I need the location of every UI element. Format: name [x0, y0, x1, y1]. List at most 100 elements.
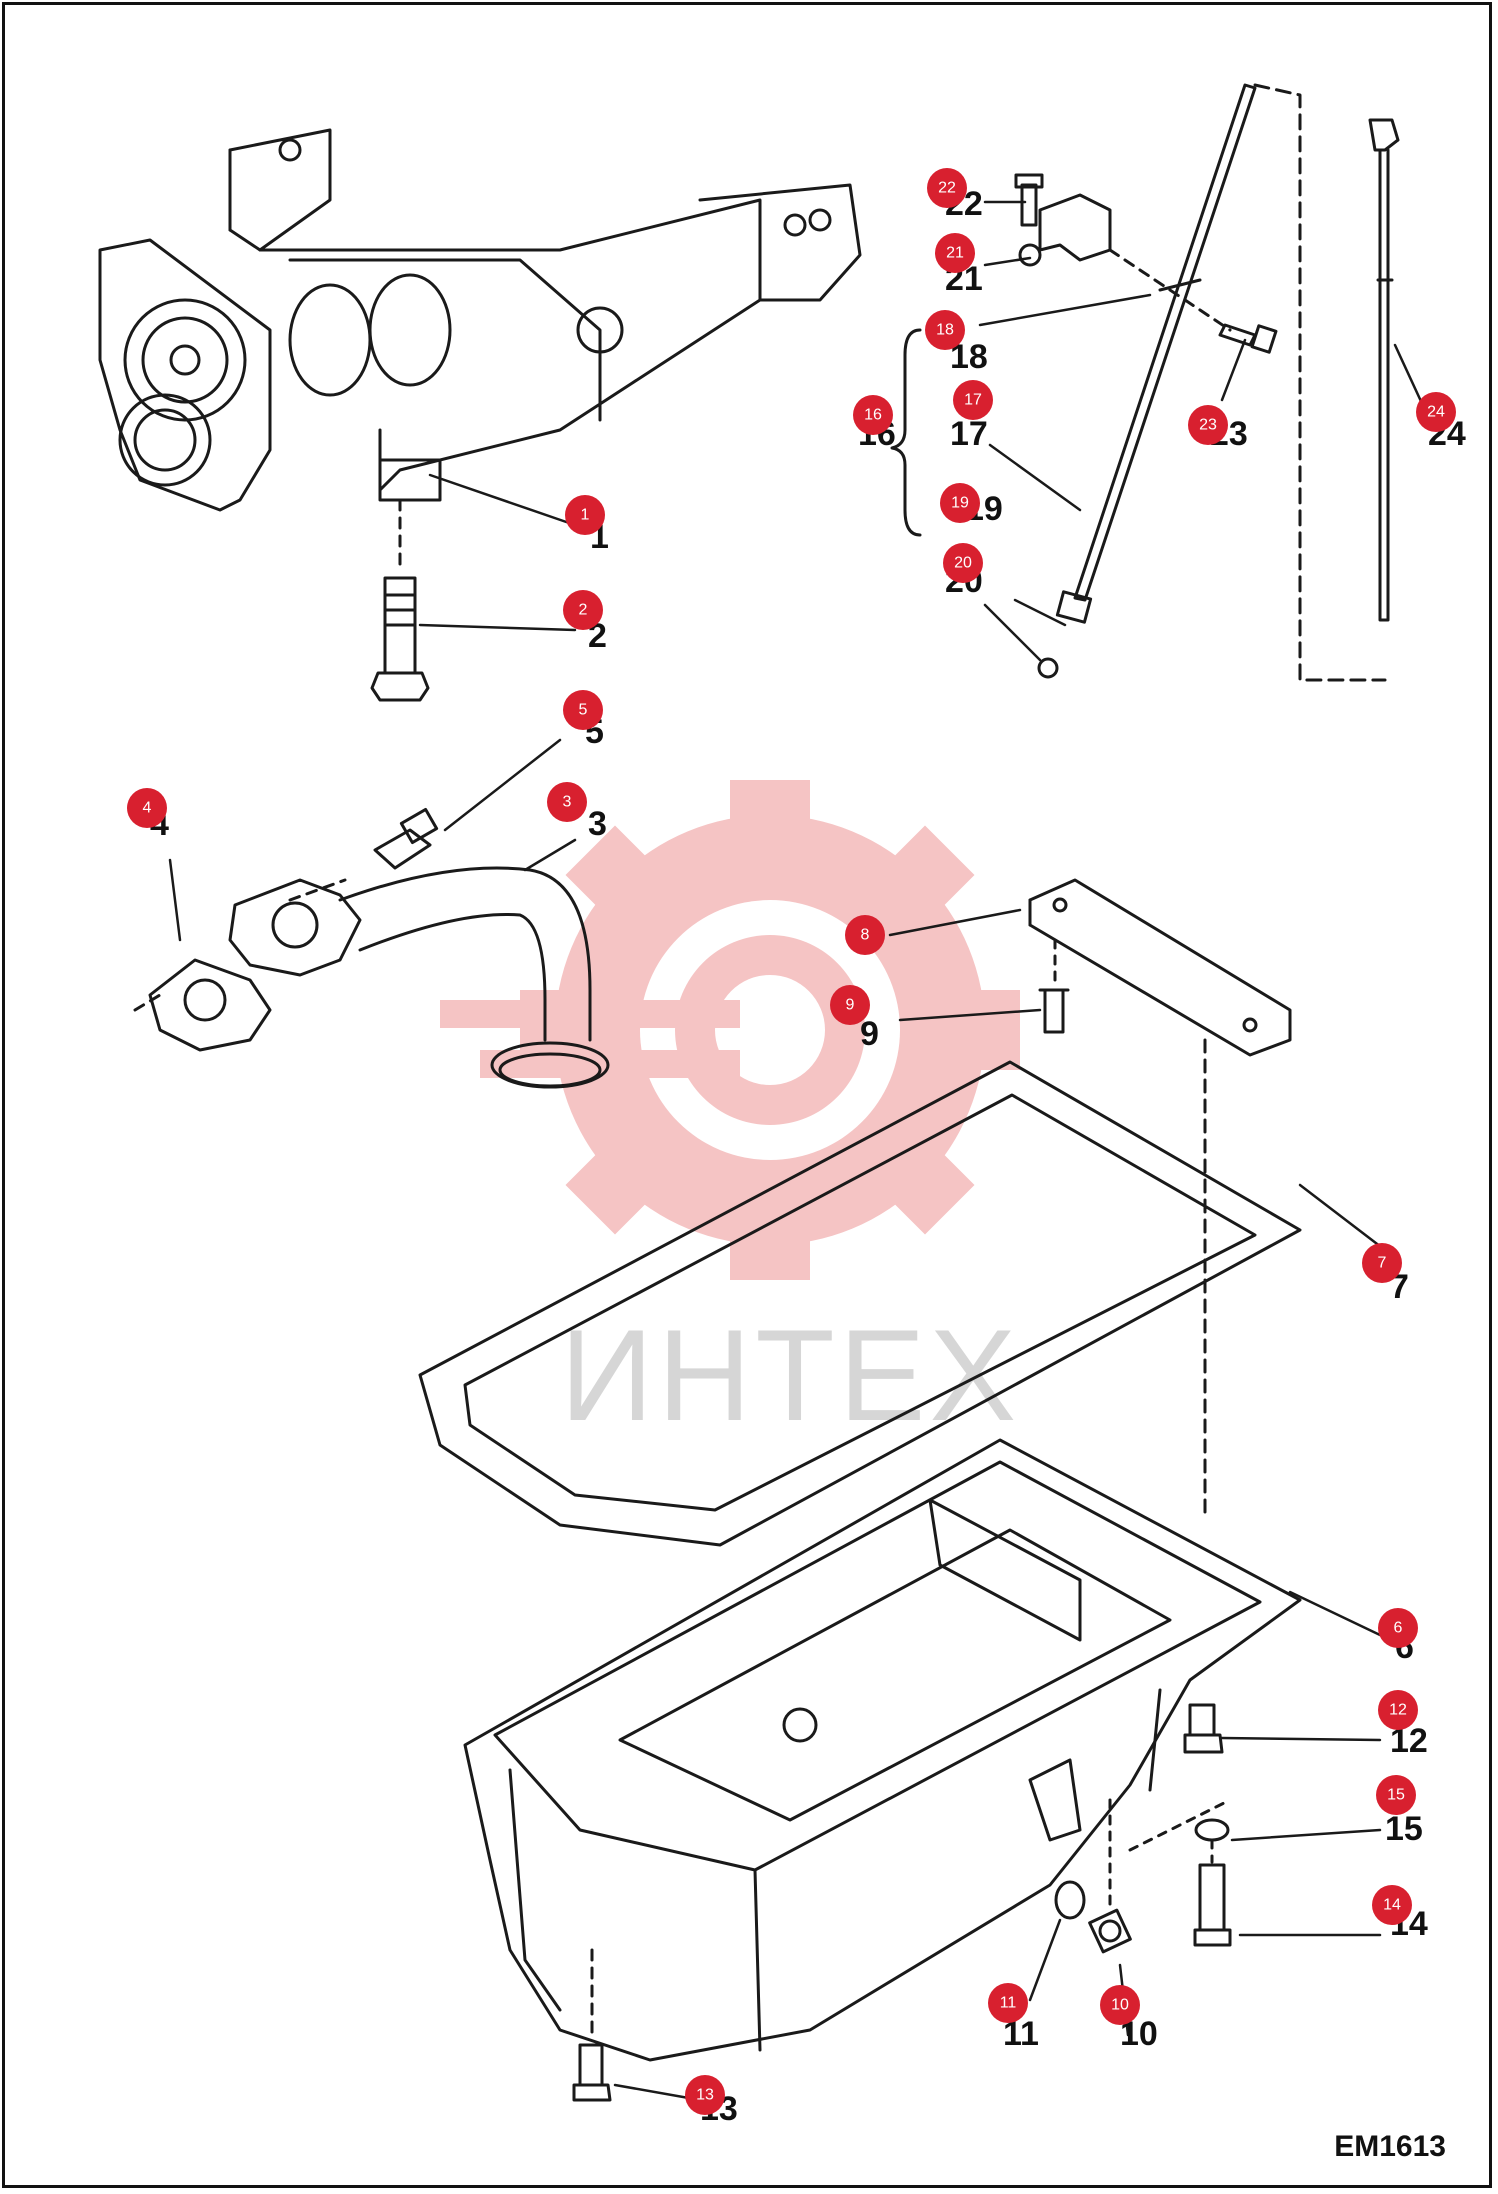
callout-badge-circle [1362, 1243, 1402, 1283]
oil-pump-balancer-assembly [98, 128, 862, 512]
callout-badge-label: 24 [1427, 404, 1445, 421]
callout-badge-circle [845, 915, 885, 955]
callout-badge-label: 2 [579, 602, 588, 619]
callout-badge-circle [563, 690, 603, 730]
callout-badge-label: 9 [846, 997, 855, 1014]
drain-washer-icon [1054, 1880, 1086, 1920]
callout-badge-11[interactable]: 11 [988, 1983, 1028, 2023]
callout-badge-circle [940, 483, 980, 523]
callout-badge-circle [1416, 392, 1456, 432]
diagram-code: EM1613 [1334, 2130, 1446, 2163]
callout-badge-label: 15 [1387, 1787, 1405, 1804]
stiffener-plate-icon [1028, 878, 1292, 1057]
callout-badge-circle [1372, 1885, 1412, 1925]
bolt-13-icon [572, 2043, 612, 2102]
callout-badge-24[interactable]: 24 [1416, 392, 1456, 432]
callout-badge-5[interactable]: 5 [563, 690, 603, 730]
callout-badge-14[interactable]: 14 [1372, 1885, 1412, 1925]
callout-badge-circle [547, 782, 587, 822]
callout-badge-circle [1378, 1690, 1418, 1730]
callout-number-15: 15 [1385, 1810, 1423, 1848]
lower-guides [1108, 1798, 1232, 1907]
callout-badge-circle [563, 590, 603, 630]
callout-badge-16[interactable]: 16 [853, 395, 893, 435]
callout-badge-label: 22 [938, 180, 956, 197]
leader-lines [168, 200, 1427, 2102]
callout-badge-circle [935, 233, 975, 273]
callout-badge-label: 14 [1383, 1897, 1401, 1914]
gasket-4-icon [148, 958, 272, 1052]
drain-plug-icon [1088, 1908, 1132, 1954]
callout-badge-label: 8 [861, 927, 870, 944]
callout-badge-1[interactable]: 1 [565, 495, 605, 535]
callout-badge-13[interactable]: 13 [685, 2075, 725, 2115]
callout-badge-18[interactable]: 18 [925, 310, 965, 350]
callout-badge-label: 5 [579, 702, 588, 719]
washer-15-icon [1194, 1818, 1230, 1842]
callout-badge-label: 18 [936, 322, 954, 339]
tube-bracket-icon [1018, 193, 1112, 267]
callout-badge-label: 6 [1394, 1620, 1403, 1637]
callout-badge-2[interactable]: 2 [563, 590, 603, 630]
callout-badge-circle [988, 1983, 1028, 2023]
watermark: ИНТЕХ [440, 780, 1020, 1448]
dipstick-tube-icon [1055, 83, 1257, 624]
bracket-guide [1108, 248, 1232, 332]
bolt-9-icon [1038, 988, 1070, 1034]
callout-badge-label: 19 [951, 495, 969, 512]
callout-badge-circle [127, 788, 167, 828]
callout-badge-8[interactable]: 8 [845, 915, 885, 955]
watermark-text: ИНТЕХ [560, 1302, 1020, 1448]
callout-badge-4[interactable]: 4 [127, 788, 167, 828]
callout-badge-label: 7 [1378, 1255, 1387, 1272]
callout-badge-circle [943, 543, 983, 583]
callout-badge-label: 20 [954, 555, 972, 572]
callout-badge-7[interactable]: 7 [1362, 1243, 1402, 1283]
callout-badge-12[interactable]: 12 [1378, 1690, 1418, 1730]
callout-badge-circle [853, 395, 893, 435]
callout-badge-20[interactable]: 20 [943, 543, 983, 583]
callout-badge-circle [830, 985, 870, 1025]
callout-badge-label: 3 [563, 794, 572, 811]
bolt-12-icon [1183, 1703, 1224, 1754]
oil-pan-icon [463, 1438, 1302, 2062]
callout-badge-circle [927, 168, 967, 208]
callout-badge-label: 21 [946, 245, 964, 262]
callout-badge-22[interactable]: 22 [927, 168, 967, 208]
dipstick-guide [1253, 83, 1387, 682]
callout-badge-label: 16 [864, 407, 882, 424]
callout-badge-circle [1376, 1775, 1416, 1815]
callout-badge-10[interactable]: 10 [1100, 1985, 1140, 2025]
callout-number-9: 9 [860, 1015, 879, 1053]
oil-pickup-tube-icon [228, 866, 610, 1089]
callout-badge-19[interactable]: 19 [940, 483, 980, 523]
callout-badge-label: 12 [1389, 1702, 1407, 1719]
bolt-14-icon [1193, 1863, 1232, 1947]
callout-badge-3[interactable]: 3 [547, 782, 587, 822]
dipstick-icon [1368, 118, 1400, 622]
bolt-2-icon [370, 576, 430, 702]
pickup-guide [133, 878, 347, 1012]
callout-badge-9[interactable]: 9 [830, 985, 870, 1025]
bolt-5-icon [373, 807, 439, 870]
callout-badge-circle [565, 495, 605, 535]
callout-badge-label: 11 [1000, 1995, 1017, 2012]
callout-badge-circle [1378, 1608, 1418, 1648]
assembly-16-brace [890, 328, 922, 537]
callout-badge-6[interactable]: 6 [1378, 1608, 1418, 1648]
callout-badge-17[interactable]: 17 [953, 380, 993, 420]
callout-number-17: 17 [950, 415, 988, 453]
bolt-23-icon [1218, 323, 1278, 354]
callout-badge-label: 23 [1199, 417, 1217, 434]
callout-badge-23[interactable]: 23 [1188, 405, 1228, 445]
callout-badge-circle [1188, 405, 1228, 445]
callout-badge-label: 1 [581, 507, 590, 524]
callout-badge-circle [953, 380, 993, 420]
callout-badge-label: 10 [1111, 1997, 1129, 2014]
callout-badge-15[interactable]: 15 [1376, 1775, 1416, 1815]
seal-20-icon [1037, 657, 1059, 679]
callout-badge-21[interactable]: 21 [935, 233, 975, 273]
callout-badge-circle [685, 2075, 725, 2115]
